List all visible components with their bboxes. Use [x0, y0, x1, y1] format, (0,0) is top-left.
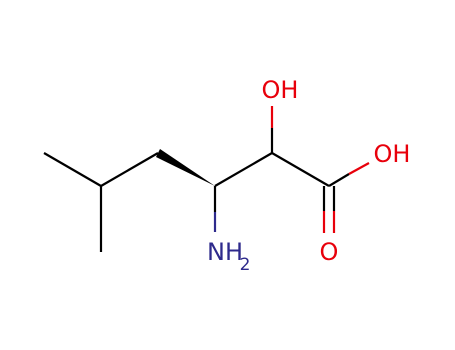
bond-c1-oh-colored: [348, 162, 370, 175]
bond-c2-c1: [271, 152, 330, 187]
bond-c1-oh: [328, 173, 350, 187]
bond-c3-c2: [214, 152, 273, 187]
bond-ch-ch2: [100, 152, 159, 187]
label-amine: NH: [207, 238, 243, 266]
wedge-bond: [156, 149, 215, 186]
bond-methyl-top: [43, 152, 102, 187]
label-carbonyl-o: O: [320, 238, 339, 266]
label-hydroxyl-alpha: OH: [262, 76, 299, 104]
label-carboxyl-oh: OH: [374, 140, 411, 168]
label-amine-subscript: 2: [240, 255, 251, 275]
